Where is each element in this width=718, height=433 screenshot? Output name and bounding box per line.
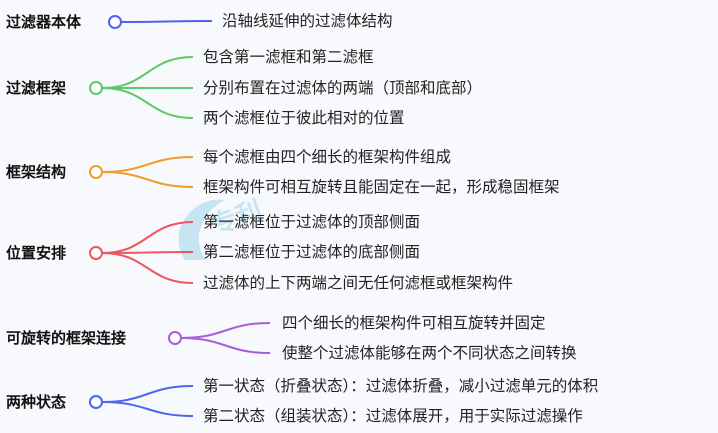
connector-line	[101, 87, 194, 119]
branch-node[interactable]: 过滤器本体	[6, 13, 82, 31]
leaf-node[interactable]: 第二滤框位于过滤体的底部侧面	[203, 243, 421, 261]
collapse-toggle-icon[interactable]	[89, 165, 103, 179]
collapse-toggle-icon[interactable]	[89, 246, 103, 260]
connector-line	[101, 251, 194, 254]
collapse-toggle-icon[interactable]	[168, 331, 182, 345]
connector-line	[101, 401, 194, 417]
leaf-node[interactable]: 包含第一滤框和第二滤框	[203, 48, 374, 66]
watermark-logo: 专利	[178, 196, 266, 260]
collapse-toggle-icon[interactable]	[89, 81, 103, 95]
connector-line	[101, 171, 194, 188]
leaf-node[interactable]: 框架构件可相互旋转且能固定在一起，形成稳固框架	[203, 178, 560, 196]
connector-line	[101, 385, 194, 403]
connector-line	[101, 252, 194, 284]
leaf-node[interactable]: 第一状态（折叠状态）：过滤体折叠，减小过滤单元的体积	[203, 377, 599, 395]
connector-line	[180, 337, 271, 354]
leaf-node[interactable]: 沿轴线延伸的过滤体结构	[222, 12, 393, 30]
leaf-node[interactable]: 分别布置在过滤体的两端（顶部和底部）	[203, 79, 483, 97]
connector-line	[101, 156, 194, 173]
collapse-toggle-icon[interactable]	[108, 15, 122, 29]
leaf-node[interactable]: 每个滤框由四个细长的框架构件组成	[203, 148, 452, 166]
leaf-node[interactable]: 使整个过滤体能够在两个不同状态之间转换	[282, 344, 577, 362]
leaf-node[interactable]: 两个滤框位于彼此相对的位置	[203, 109, 405, 127]
branch-node[interactable]: 位置安排	[6, 244, 67, 262]
connector-line	[180, 322, 271, 339]
collapse-toggle-icon[interactable]	[89, 395, 103, 409]
branch-node[interactable]: 两种状态	[6, 393, 67, 411]
leaf-node[interactable]: 第一滤框位于过滤体的顶部侧面	[203, 213, 421, 231]
branch-node[interactable]: 可旋转的框架连接	[6, 329, 127, 347]
connector-line	[120, 20, 213, 23]
leaf-node[interactable]: 过滤体的上下两端之间无任何滤框或框架构件	[203, 274, 514, 292]
branch-node[interactable]: 框架结构	[6, 163, 67, 181]
connector-line	[101, 56, 194, 89]
leaf-node[interactable]: 四个细长的框架构件可相互旋转并固定	[282, 314, 546, 332]
connector-line	[101, 221, 194, 254]
branch-node[interactable]: 过滤框架	[6, 79, 67, 97]
leaf-node[interactable]: 第二状态（组装状态）：过滤体展开，用于实际过滤操作	[203, 407, 583, 425]
